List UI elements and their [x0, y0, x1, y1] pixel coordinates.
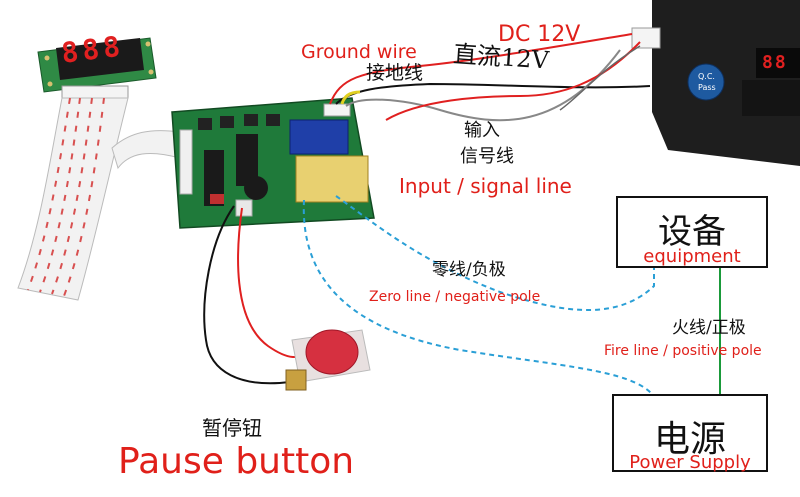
ribbon-cable — [17, 97, 129, 301]
zero-line-wire — [335, 195, 655, 311]
display-connector — [61, 85, 129, 99]
acceptor-digits: 88 — [762, 52, 788, 73]
acceptor-wire — [559, 45, 641, 111]
power-supply-label-cn: 电源 — [653, 419, 726, 460]
pause-button-device — [285, 329, 371, 391]
pause-wire-black — [203, 205, 291, 385]
power-supply-label-en: Power Supply — [629, 452, 751, 473]
qc-badge-line1: Q.C. — [698, 72, 715, 81]
signal-wire — [345, 49, 621, 122]
input-label-cn-1: 输入 — [464, 120, 500, 141]
power-supply-box: 电源 Power Supply — [612, 394, 768, 473]
fire-line-wire-to-power — [302, 199, 653, 395]
controller-board — [171, 97, 375, 229]
board-ribbon — [111, 130, 181, 170]
display-digits: 888 — [59, 29, 126, 70]
equipment-box: 设备 equipment — [616, 196, 768, 268]
coin-acceptor — [652, 0, 800, 166]
fire-line-label-cn: 火线/正极 — [672, 318, 746, 338]
zero-line-label-en: Zero line / negative pole — [369, 289, 541, 305]
ground-wire — [335, 82, 651, 105]
pause-button-label-en: Pause button — [118, 441, 355, 482]
input-label-cn-2: 信号线 — [460, 146, 514, 167]
fire-line-label-en: Fire line / positive pole — [604, 343, 762, 359]
signal-wire-yellow — [340, 90, 361, 105]
ribbon-cable-stripes — [27, 97, 105, 297]
qc-badge-line2: Pass — [698, 83, 716, 92]
equipment-label-cn: 设备 — [658, 212, 726, 252]
led-display-module — [37, 37, 157, 93]
dc-12v-wire — [329, 33, 633, 105]
dc-12v-label-cn: 直流12V — [452, 40, 550, 75]
equipment-label-en: equipment — [643, 246, 741, 267]
dc-12v-label-en: DC 12V — [498, 22, 581, 47]
ground-wire-label-cn: 接地线 — [366, 62, 424, 84]
ground-wire-label-en: Ground wire — [301, 41, 417, 63]
pause-button-label-cn: 暂停钮 — [202, 416, 262, 440]
pause-wire-red — [237, 207, 311, 358]
input-signal-label-en: Input / signal line — [399, 174, 572, 198]
zero-line-label-cn: 零线/负极 — [432, 260, 506, 280]
